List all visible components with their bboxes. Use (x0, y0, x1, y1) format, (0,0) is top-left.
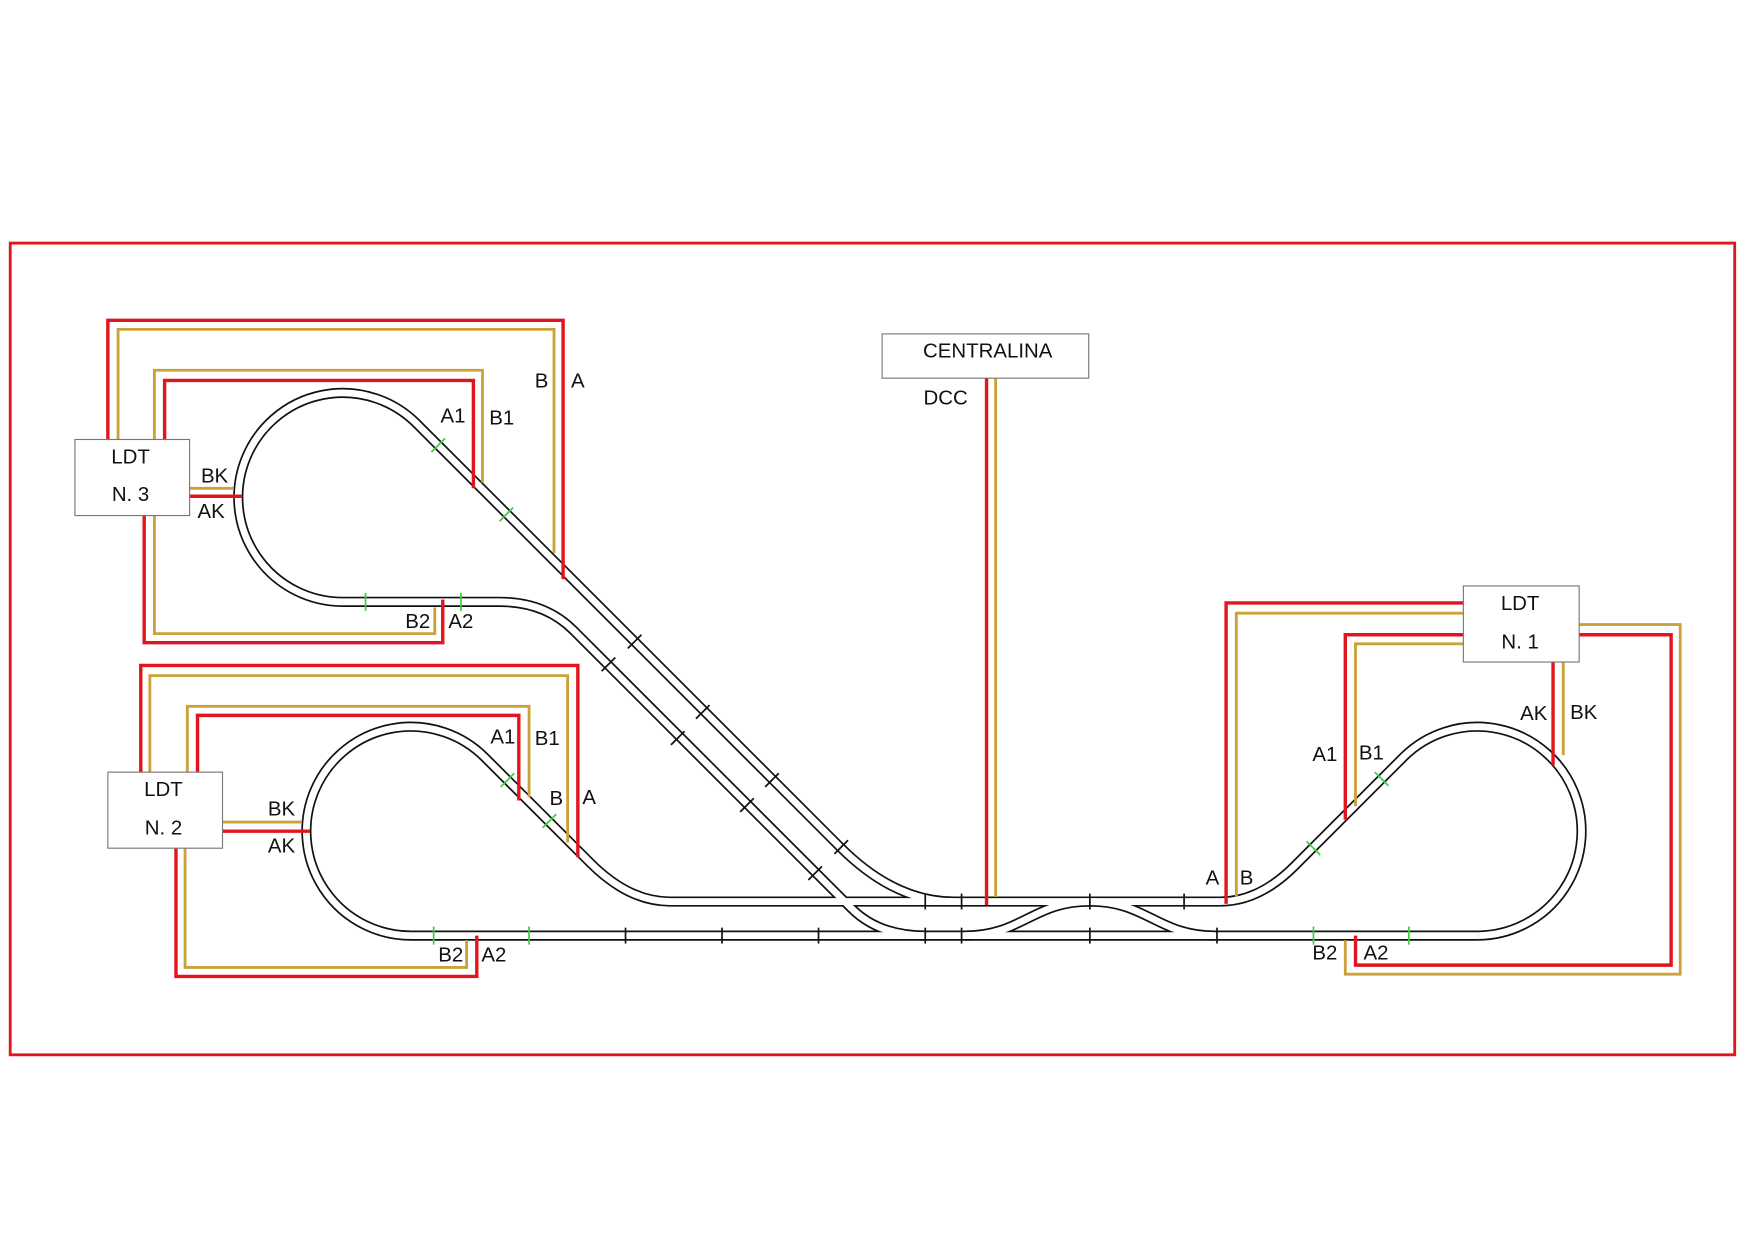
ldt1-unit: LDT N. 1 AK BK A1 B1 A B B2 A2 (1206, 585, 1682, 976)
ldt2-label-b1: B1 (535, 728, 560, 750)
ldt3-title: LDT (111, 446, 150, 468)
ldt2-unit: LDT N. 2 A1 B1 B A BK AK B2 A2 (107, 663, 596, 979)
ldt1-label-b1: B1 (1359, 743, 1384, 765)
dcc-label: DCC (924, 387, 968, 409)
layout-border (8, 241, 1737, 1057)
centralina-unit: CENTRALINA DCC (881, 333, 1090, 905)
ldt1-label-b2: B2 (1312, 942, 1337, 964)
ldt3-label-a: A (571, 370, 585, 392)
ldt1-label-ak: AK (1520, 703, 1548, 725)
ldt3-number: N. 3 (112, 484, 149, 506)
ldt3-label-b: B (535, 370, 549, 392)
ldt1-label-a1: A1 (1312, 744, 1337, 766)
ldt3-label-b2: B2 (405, 611, 430, 633)
ldt2-title: LDT (144, 779, 183, 801)
ldt3-label-b1: B1 (489, 408, 514, 430)
ldt3-unit: LDT N. 3 B A A1 B1 BK AK B2 A2 (74, 318, 585, 645)
ldt2-label-ak: AK (268, 836, 296, 858)
centralina-title: CENTRALINA (923, 341, 1053, 363)
ldt1-label-bk: BK (1570, 702, 1598, 724)
ldt2-label-a2: A2 (481, 945, 506, 967)
ldt3-label-ak: AK (198, 501, 226, 523)
rail-joints (601, 634, 1218, 944)
ldt1-title: LDT (1501, 593, 1540, 615)
ldt3-label-a1: A1 (440, 405, 465, 427)
ldt1-label-b: B (1240, 868, 1254, 890)
ldt3-label-bk: BK (201, 466, 229, 488)
track-layout (233, 387, 1587, 945)
ldt2-label-a: A (582, 787, 596, 809)
ldt2-label-b2: B2 (438, 945, 463, 967)
ldt2-label-a1: A1 (490, 727, 515, 749)
ldt2-number: N. 2 (145, 818, 182, 840)
ldt1-label-a: A (1206, 868, 1220, 890)
ldt1-number: N. 1 (1501, 631, 1538, 653)
ldt2-label-b: B (549, 788, 563, 810)
ldt2-label-bk: BK (268, 798, 296, 820)
ldt3-label-a2: A2 (448, 611, 473, 633)
ldt1-label-a2: A2 (1363, 942, 1388, 964)
isolation-joints (364, 437, 1410, 945)
